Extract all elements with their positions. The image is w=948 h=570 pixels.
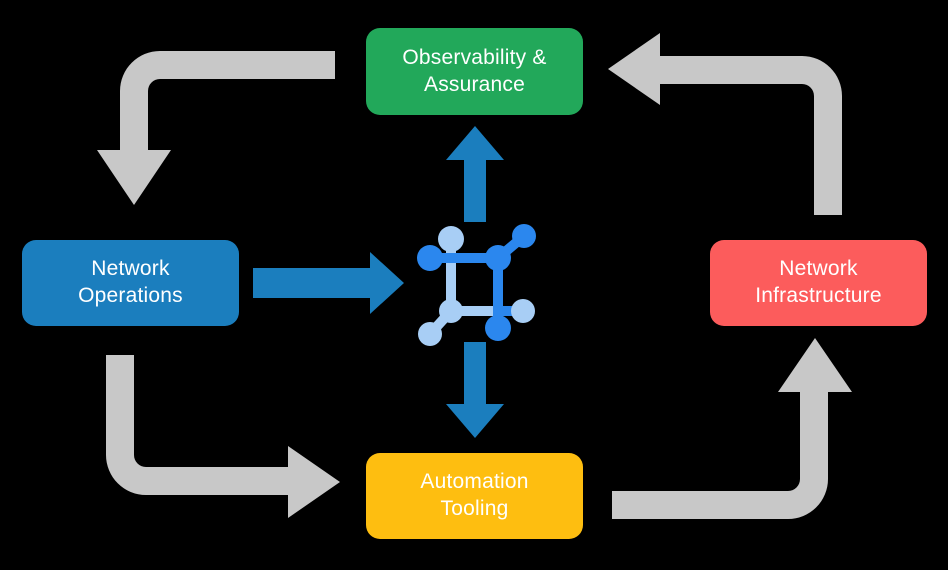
node-network-operations[interactable]: Network Operations [22,240,239,326]
connector-center-to-observability [446,126,504,222]
connector-center-to-automation [446,342,504,438]
node-network-infrastructure[interactable]: Network Infrastructure [710,240,927,326]
network-topology-icon [417,224,536,346]
connector-operations-to-center [253,252,404,314]
connector-automation-to-infrastructure [612,338,852,519]
connector-operations-to-automation [106,355,340,518]
connector-observability-to-operations [97,51,335,205]
connector-infrastructure-to-observability [608,33,842,215]
node-automation-tooling[interactable]: Automation Tooling [366,453,583,539]
node-observability-assurance[interactable]: Observability & Assurance [366,28,583,115]
